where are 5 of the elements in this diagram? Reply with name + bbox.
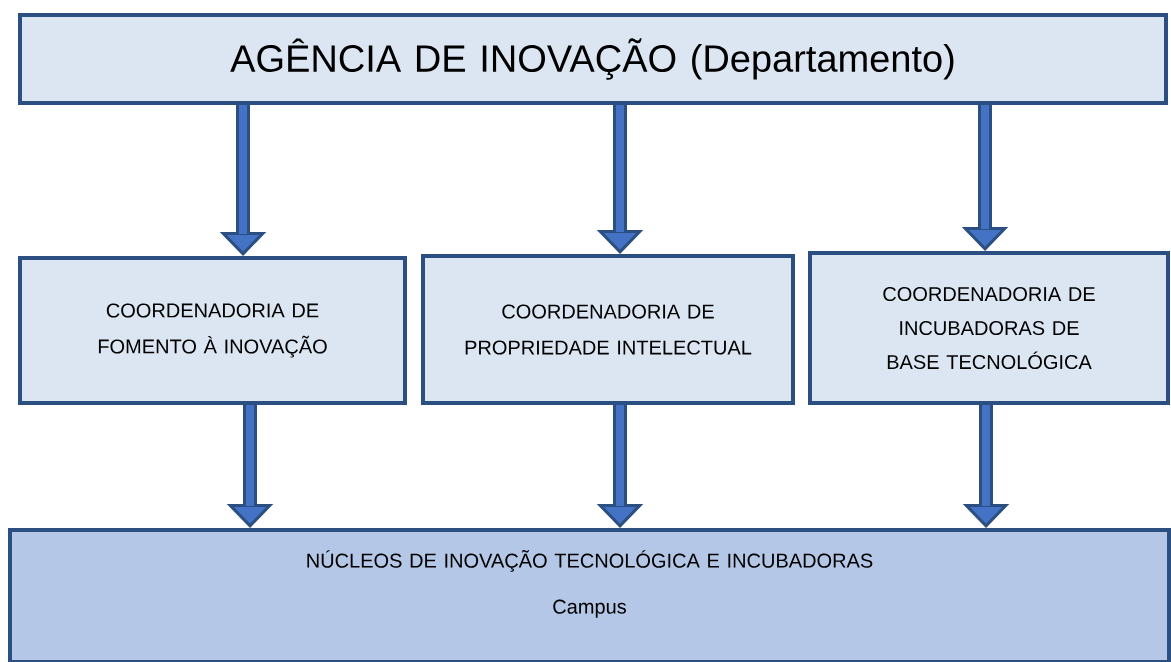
box: AGÊNCIA DE INOVAÇÃO (Departamento) [18,13,1168,105]
box: COORDENADORIA DE FOMENTO À INOVAÇÃO [18,256,407,405]
box: NÚCLEOS DE INOVAÇÃO TECNOLÓGICA E INCUBADORAS Campus [8,528,1171,662]
box: COORDENADORIA DE INCUBADORAS DE BASE TECNOLÓGICA [808,251,1170,405]
box: COORDENADORIA DE PROPRIEDADE INTELECTUAL [421,254,795,405]
